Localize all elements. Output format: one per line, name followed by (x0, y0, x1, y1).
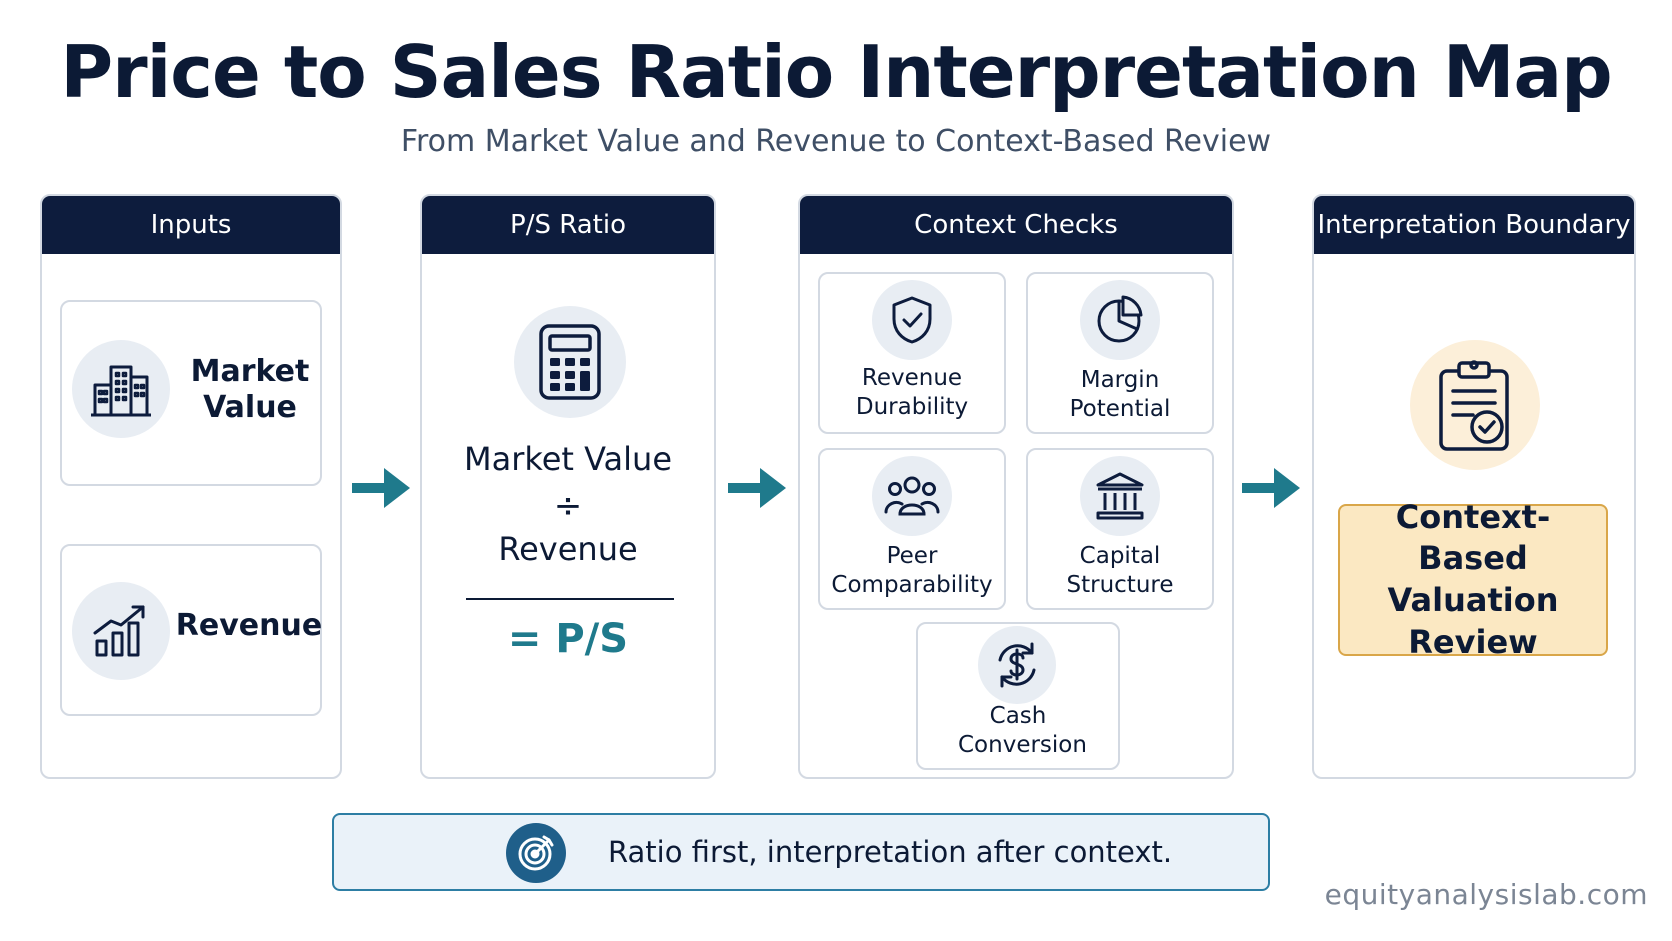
market-value-label: Market Value (190, 354, 310, 425)
shield-check-icon (872, 280, 952, 360)
interpretation-boundary-header: Interpretation Boundary (1314, 196, 1634, 254)
numerator-label: Market Value (463, 440, 673, 478)
divide-operator: ÷ (553, 486, 583, 526)
cash-conversion-label: Cash Conversion (958, 703, 1087, 758)
check-peer-comparability: Peer Comparability (818, 448, 1006, 610)
inputs-header: Inputs (42, 196, 340, 254)
check-capital-structure: Capital Structure (1026, 448, 1214, 610)
ps-ratio-header: P/S Ratio (422, 196, 714, 254)
capital-structure-label: Capital Structure (1066, 543, 1174, 598)
context-based-review-label: Context-Based Valuation Review (1387, 497, 1559, 661)
market-value-card: Market Value (60, 300, 322, 486)
context-checks-header: Context Checks (800, 196, 1232, 254)
buildings-icon (72, 340, 170, 438)
context-based-review-box: Context-Based Valuation Review (1338, 498, 1608, 661)
check-revenue-durability: Revenue Durability (818, 272, 1006, 434)
revenue-durability-label: Revenue Durability (855, 365, 969, 420)
interpretation-boundary-column: Interpretation Boundary Context-Based Va… (1312, 194, 1636, 779)
arrow-right-icon (728, 468, 786, 508)
target-icon (506, 823, 566, 883)
ps-result-label: = P/S (507, 616, 629, 662)
people-group-icon (872, 456, 952, 536)
check-margin-potential: Margin Potential (1026, 272, 1214, 434)
site-watermark: equityanalysislab.com (1324, 878, 1648, 911)
arrow-right-icon (352, 468, 410, 508)
check-cash-conversion: Cash Conversion (916, 622, 1120, 770)
denominator-label: Revenue (498, 530, 638, 568)
revenue-card: Revenue (60, 544, 322, 716)
pie-chart-icon (1080, 280, 1160, 360)
summary-banner-text: Ratio first, interpretation after contex… (608, 835, 1173, 869)
clipboard-check-icon (1410, 340, 1540, 470)
growth-chart-icon (72, 582, 170, 680)
page-subtitle: From Market Value and Revenue to Context… (400, 124, 1272, 159)
page-title: Price to Sales Ratio Interpretation Map (60, 30, 1612, 114)
inputs-column: Inputs Market Value (40, 194, 342, 779)
summary-banner: Ratio first, interpretation after contex… (332, 813, 1270, 891)
fraction-divider (466, 598, 674, 600)
calculator-icon (514, 306, 626, 418)
context-checks-column: Context Checks Revenue Durability Margin… (798, 194, 1234, 779)
ps-ratio-column: P/S Ratio Market Value ÷ Revenue = P/S (420, 194, 716, 779)
dollar-cycle-icon (978, 626, 1056, 704)
revenue-label: Revenue (175, 608, 323, 643)
margin-potential-label: Margin Potential (1069, 367, 1171, 422)
peer-comparability-label: Peer Comparability (831, 543, 993, 598)
institution-icon (1080, 456, 1160, 536)
arrow-right-icon (1242, 468, 1300, 508)
